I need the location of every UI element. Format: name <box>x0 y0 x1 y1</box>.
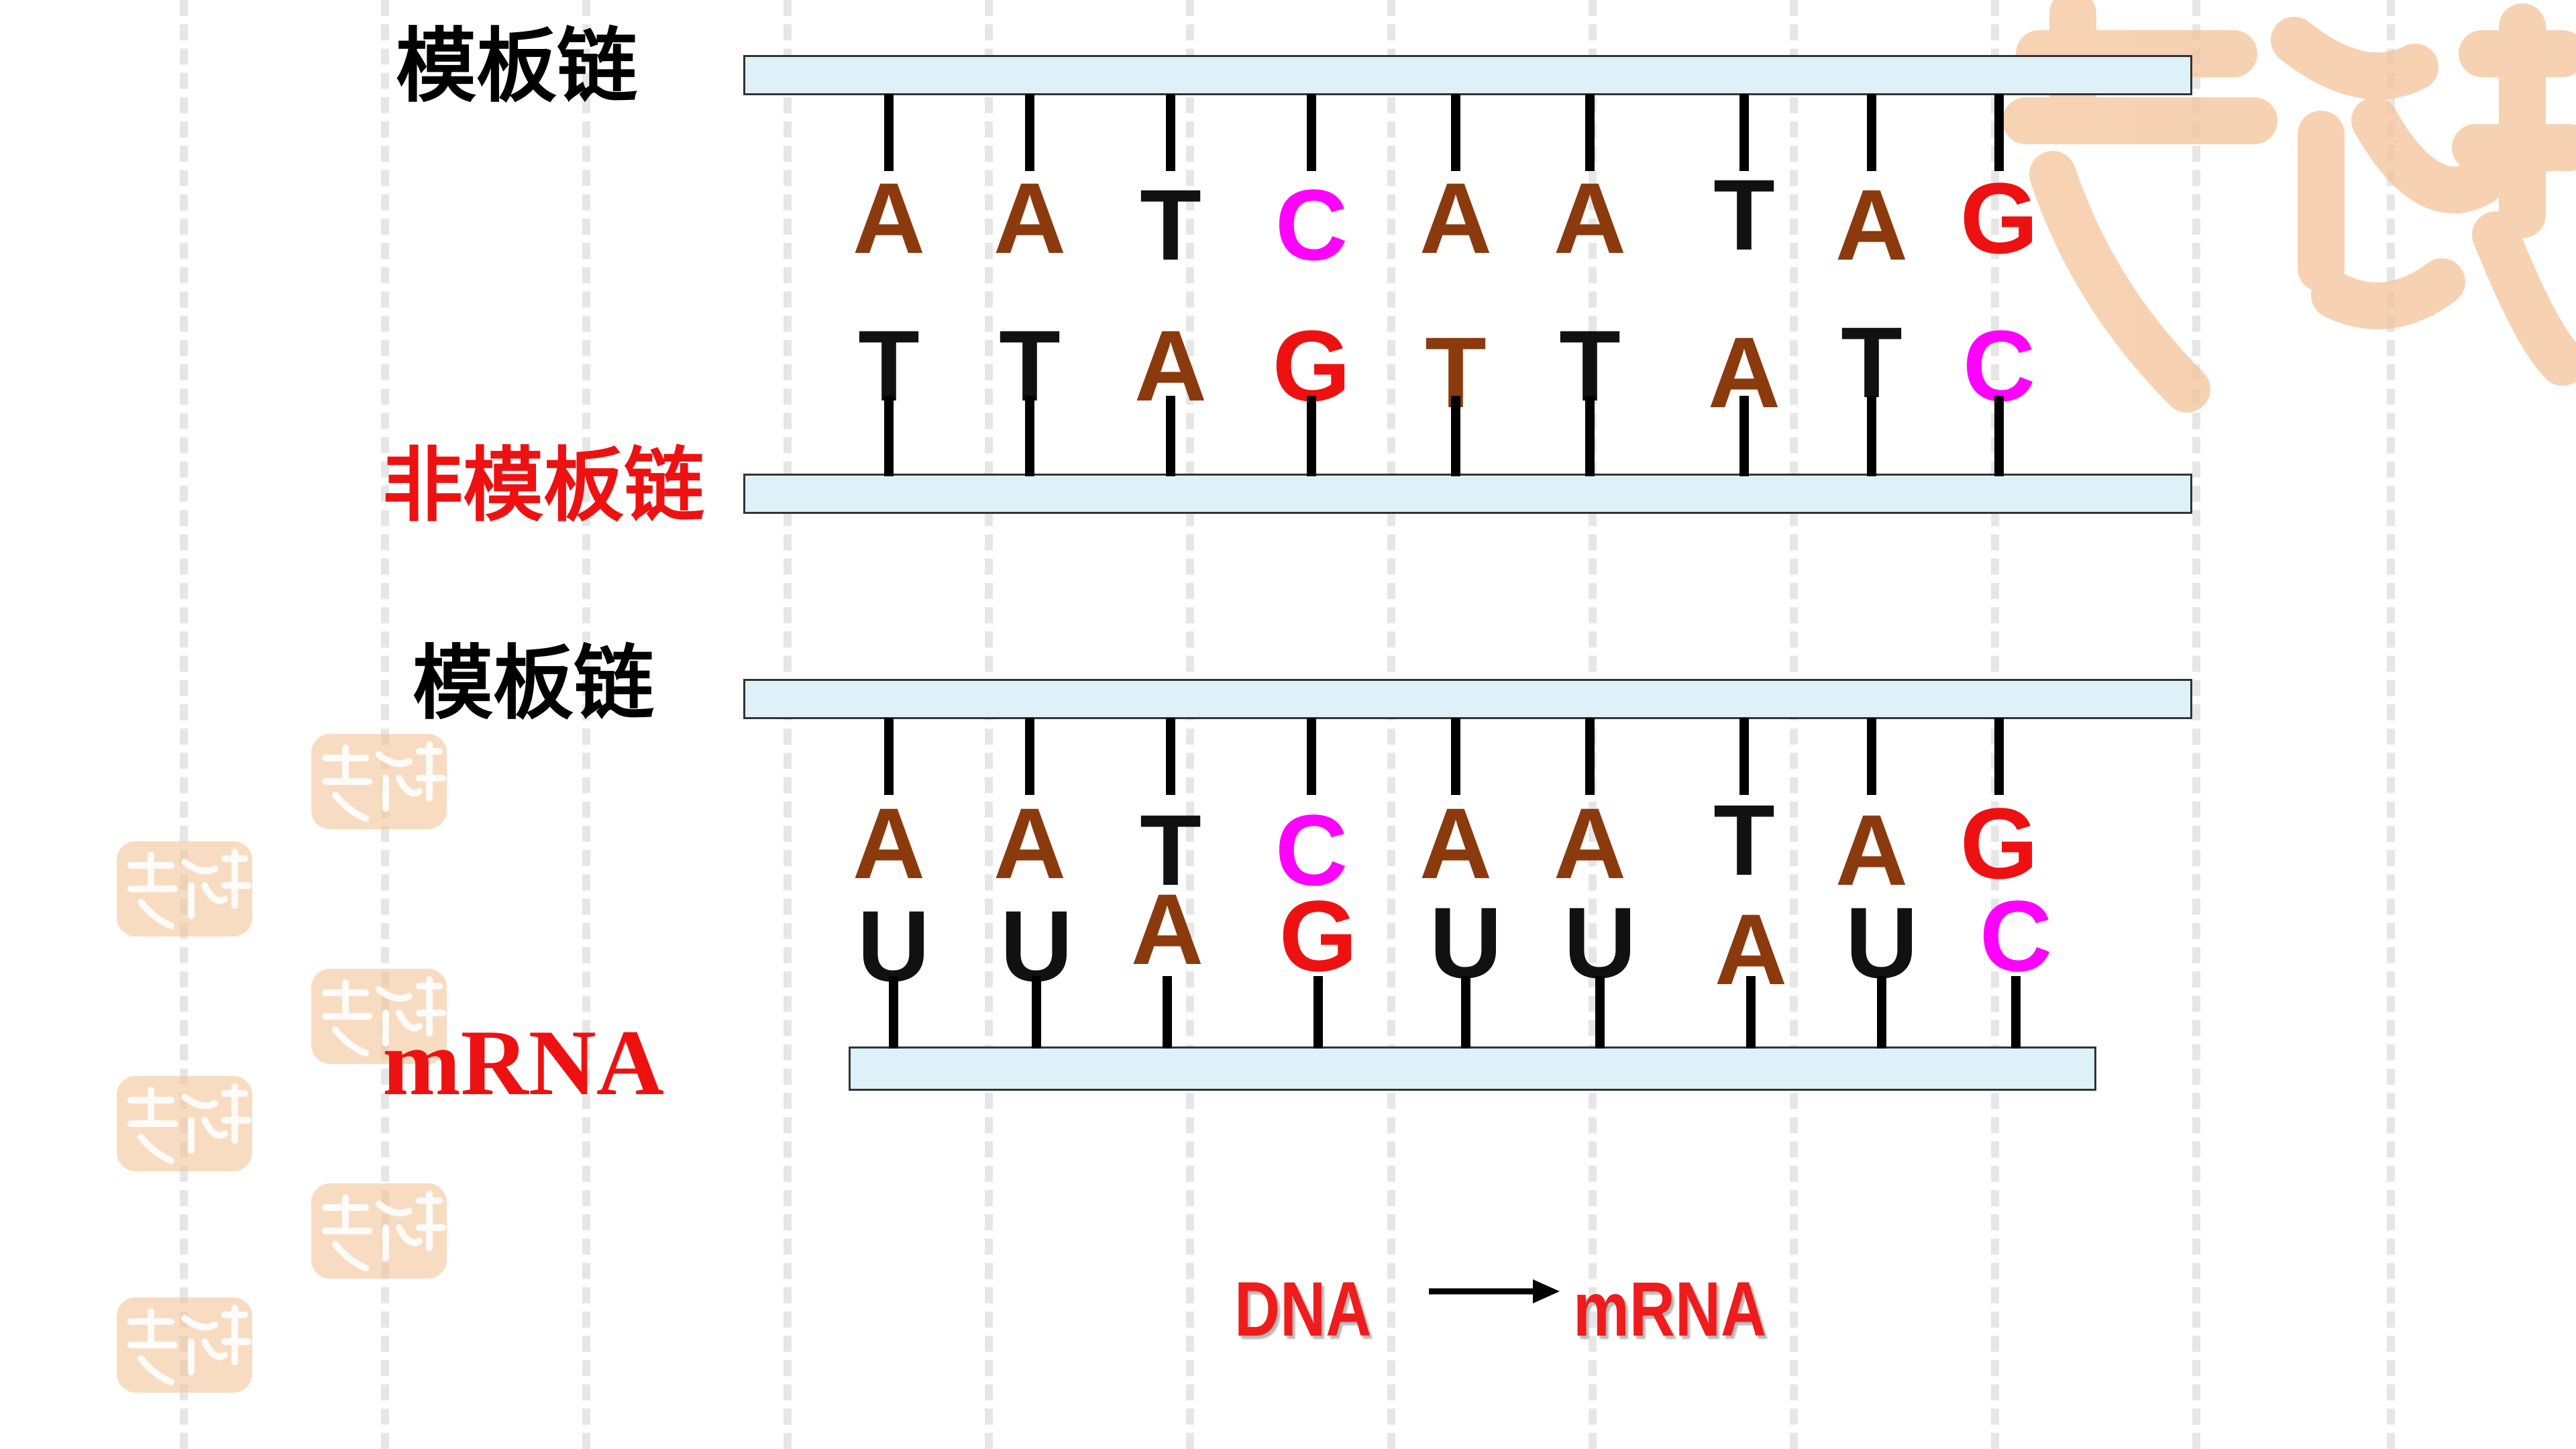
mrna-rung <box>1461 976 1470 1049</box>
mrna-rung <box>1163 976 1172 1049</box>
template-rung <box>1994 718 2004 795</box>
template-rung <box>1307 718 1316 795</box>
mrna-rung <box>1032 976 1041 1049</box>
auspicious-seal-icon <box>311 969 447 1064</box>
template-base: A <box>852 162 926 274</box>
template-base: A <box>1553 162 1627 274</box>
template-rung <box>1994 94 2004 171</box>
template-strand-2 <box>743 679 2192 719</box>
mrna-rung <box>1595 976 1605 1049</box>
template-base: A <box>1835 168 1909 281</box>
mrna-rung <box>1877 976 1886 1049</box>
template-strand-label-1: 模板链 <box>396 20 637 113</box>
template-rung <box>1451 718 1460 795</box>
flow-from-dna: DNA <box>1234 1267 1372 1352</box>
template-base: G <box>1960 162 2039 274</box>
template-base: C <box>1275 168 1348 281</box>
template-rung <box>1739 94 1749 171</box>
template-rung <box>1307 94 1316 171</box>
template-rung <box>1166 718 1175 795</box>
coding-rung <box>1307 396 1316 476</box>
template-strand-label-2: 模板链 <box>413 637 654 731</box>
mrna-base: A <box>1130 873 1204 985</box>
coding-rung <box>1994 396 2004 476</box>
coding-rung <box>884 396 894 476</box>
mrna-base: C <box>1979 879 2053 992</box>
template-base: A <box>852 787 926 900</box>
template-rung <box>1867 718 1876 795</box>
template-rung <box>1585 94 1595 171</box>
template-rung <box>884 718 894 795</box>
template-base: G <box>1960 787 2039 900</box>
coding-rung <box>1867 396 1876 476</box>
mrna-rung <box>1313 976 1323 1049</box>
auspicious-seal-icon <box>311 734 447 829</box>
template-base: T <box>1140 168 1201 281</box>
template-rung <box>1025 718 1034 795</box>
grid-line <box>582 0 590 1449</box>
coding-rung <box>1585 396 1595 476</box>
coding-rung <box>1739 396 1749 476</box>
template-base: C <box>1275 794 1348 906</box>
coding-strand <box>743 474 2192 514</box>
template-base: A <box>1419 162 1493 274</box>
mrna-label: mRNA <box>382 1011 664 1115</box>
grid-line <box>381 0 389 1449</box>
auspicious-seal-icon <box>117 841 252 936</box>
auspicious-seal-icon <box>117 1297 252 1393</box>
template-base: T <box>1713 158 1775 271</box>
template-base: A <box>1553 787 1627 900</box>
template-rung <box>884 94 894 171</box>
coding-rung <box>1025 396 1034 476</box>
template-rung <box>1585 718 1595 795</box>
template-strand-1 <box>743 55 2192 95</box>
mrna-rung <box>2011 976 2021 1049</box>
auspicious-seal-icon <box>311 1183 447 1279</box>
mrna-rung <box>1746 976 1756 1049</box>
template-rung <box>1451 94 1460 171</box>
template-base: T <box>1140 794 1201 906</box>
template-base: A <box>993 162 1067 274</box>
coding-rung <box>1451 396 1460 476</box>
template-base: A <box>1419 787 1493 900</box>
auspicious-seal-icon <box>117 1076 252 1171</box>
template-rung <box>1166 94 1175 171</box>
template-rung <box>1739 718 1749 795</box>
template-rung <box>1025 94 1034 171</box>
grid-line <box>784 0 792 1449</box>
mrna-rung <box>889 976 898 1049</box>
grid-line <box>2192 0 2200 1449</box>
mrna-strand <box>849 1046 2096 1091</box>
template-base: A <box>1835 794 1909 906</box>
template-base: T <box>1713 784 1775 896</box>
template-base: A <box>993 787 1067 900</box>
grid-line <box>2387 0 2395 1449</box>
template-rung <box>1867 94 1876 171</box>
flow-to-mrna: mRNA <box>1573 1267 1767 1352</box>
coding-rung <box>1166 396 1175 476</box>
mrna-base: G <box>1279 879 1358 992</box>
coding-strand-label: 非模板链 <box>382 439 704 533</box>
